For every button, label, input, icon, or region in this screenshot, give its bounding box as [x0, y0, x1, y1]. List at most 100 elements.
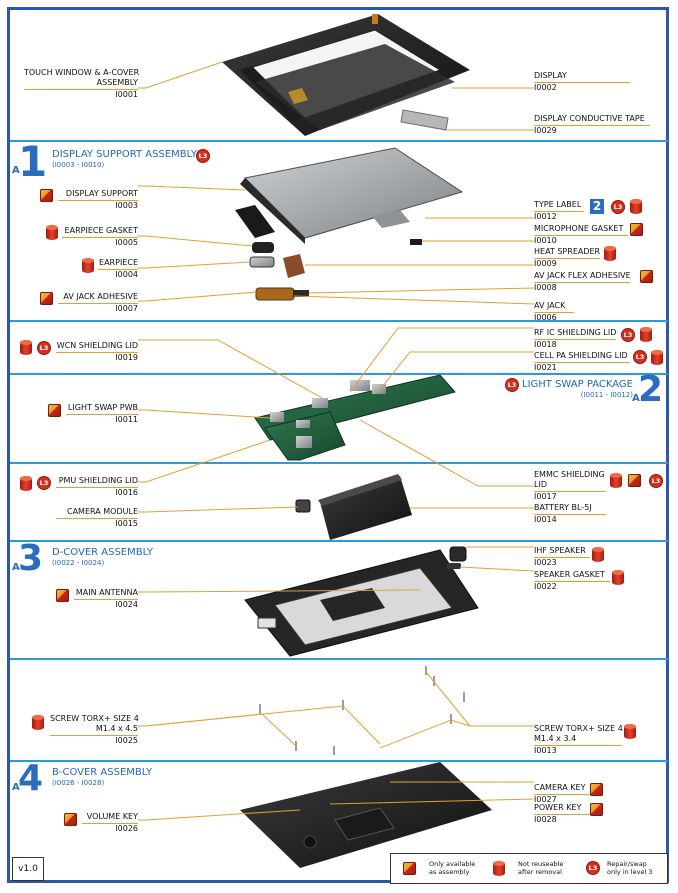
part-code: I0005: [115, 238, 138, 247]
part-code: I0029: [534, 126, 557, 135]
non-reusable-can-icon: [610, 473, 622, 488]
section-divider: [10, 462, 668, 464]
assembly-cube-icon: [48, 404, 61, 417]
assembly-cube-icon: [64, 813, 77, 826]
non-reusable-can-icon: [20, 476, 32, 491]
light-swap-pwb-illustration: [254, 374, 456, 461]
part-name: IHF SPEAKER: [534, 546, 590, 558]
part-code: I0018: [534, 340, 557, 349]
ihf-speaker-illustration: [449, 546, 467, 562]
display-support-illustration: [235, 147, 464, 244]
part-name: MICROPHONE GASKET: [534, 224, 628, 236]
part-label-volume-key: VOLUME KEY I0026: [82, 812, 138, 834]
section-divider: [10, 320, 668, 322]
level3-badge-icon: L3: [612, 201, 624, 213]
part-name: WCN SHIELDING LID: [56, 341, 138, 353]
part-code: I0024: [115, 600, 138, 609]
part-code: I0009: [534, 259, 557, 268]
level3-badge-icon: L3: [38, 342, 50, 354]
part-label-av-jack-flex-adhesive: AV JACK FLEX ADHESIVE I0008: [534, 271, 631, 293]
part-code: I0001: [115, 90, 138, 99]
part-label-emmc-lid: EMMC SHIELDING LID I0017: [534, 470, 606, 502]
part-name: HEAT SPREADER: [534, 247, 600, 259]
part-label-screw-45: SCREW TORX+ SIZE 4 M1.4 x 4.5 I0025: [50, 714, 139, 746]
part-name: AV JACK ADHESIVE: [58, 292, 138, 304]
part-label-camera-key: CAMERA KEY I0027: [534, 783, 590, 805]
part-name: DISPLAY: [534, 71, 630, 83]
part-label-type-label: TYPE LABEL I0012: [534, 200, 584, 222]
part-label-av-jack-adhesive: AV JACK ADHESIVE I0007: [58, 292, 138, 314]
d-cover-illustration: [244, 549, 479, 657]
av-jack-illustration: [255, 287, 295, 301]
part-label-ihf-speaker: IHF SPEAKER I0023: [534, 546, 590, 568]
legend: Only available as assembly Not reuseable…: [390, 853, 668, 884]
section-title-display-support: DISPLAY SUPPORT ASSEMBLY (I0003 - I0010): [52, 149, 197, 170]
section-range: (I0003 - I0010): [52, 161, 105, 169]
part-code: I0003: [115, 201, 138, 210]
section-title: DISPLAY SUPPORT ASSEMBLY: [52, 149, 197, 160]
legend-repair-text: Repair/swap only in level 3: [607, 860, 653, 876]
part-code: I0007: [115, 304, 138, 313]
level3-badge-icon: L3: [38, 477, 50, 489]
assembly-cube-icon: [630, 223, 643, 236]
part-code: I0010: [534, 236, 557, 245]
section-divider: [10, 760, 668, 762]
earpiece-illustration: [249, 256, 275, 268]
part-label-battery: BATTERY BL-5J I0014: [534, 503, 606, 525]
non-reusable-can-icon: [46, 225, 58, 240]
non-reusable-can-icon: [651, 350, 663, 365]
level3-badge-icon: L3: [506, 379, 518, 391]
display-illustration: [255, 44, 455, 130]
part-name: LID: [534, 480, 606, 492]
part-name: POWER KEY: [534, 803, 590, 815]
legend-not-reusable-text: Not reuseable after removal: [518, 860, 564, 876]
part-label-screw-34: SCREW TORX+ SIZE 4 M1.4 x 3.4 I0013: [534, 724, 623, 756]
section-title-b-cover: B-COVER ASSEMBLY (I0026 - I0028): [52, 767, 152, 788]
part-name: CELL PA SHIELDING LID: [534, 351, 630, 363]
level3-badge-icon: L3: [587, 862, 599, 874]
part-name: SCREW TORX+ SIZE 4: [50, 714, 139, 723]
part-code: I0023: [534, 558, 557, 567]
part-label-pmu-lid: PMU SHIELDING LID I0016: [56, 476, 138, 498]
part-name: DISPLAY CONDUCTIVE TAPE: [534, 114, 650, 126]
battery-illustration: [318, 474, 412, 540]
level3-badge-icon: L3: [634, 351, 646, 363]
part-name: EMMC SHIELDING: [534, 470, 605, 479]
section-divider: [10, 658, 668, 660]
part-code: I0026: [115, 824, 138, 833]
part-name: SCREW TORX+ SIZE 4: [534, 724, 623, 733]
part-label-rf-ic-lid: RF IC SHIELDING LID I0018: [534, 328, 616, 350]
section-number-4: 4: [18, 758, 44, 799]
non-reusable-can-icon: [630, 199, 642, 214]
part-name: CAMERA KEY: [534, 783, 590, 795]
part-code: I0012: [534, 212, 557, 221]
part-name: PMU SHIELDING LID: [56, 476, 138, 488]
part-name: AV JACK: [534, 301, 574, 313]
part-code: I0004: [115, 270, 138, 279]
part-label-wcn-lid: WCN SHIELDING LID I0019: [56, 341, 138, 363]
assembly-cube-icon: [403, 862, 416, 875]
part-name: LIGHT SWAP PWB: [66, 403, 138, 415]
part-name: MAIN ANTENNA: [74, 588, 138, 600]
part-label-mic-gasket: MICROPHONE GASKET I0010: [534, 224, 628, 246]
section-divider: [10, 373, 668, 375]
level3-badge-icon: L3: [197, 150, 209, 162]
assembly-cube-icon: [628, 474, 641, 487]
section-title: D-COVER ASSEMBLY: [52, 547, 153, 558]
section-number-3: 3: [18, 538, 44, 579]
part-name: AV JACK FLEX ADHESIVE: [534, 271, 631, 283]
level3-badge-icon: L3: [650, 475, 662, 487]
part-code: I0017: [534, 492, 557, 501]
part-name: SPEAKER GASKET: [534, 570, 610, 582]
non-reusable-can-icon: [82, 258, 94, 273]
part-name: TOUCH WINDOW & A-COVER: [24, 68, 140, 77]
camera-module-illustration: [295, 499, 311, 513]
part-code: I0025: [115, 736, 138, 745]
part-code: I0011: [115, 415, 138, 424]
section-range: (I0022 - I0024): [52, 559, 105, 567]
version-label: v1.0: [12, 857, 44, 881]
part-code: I0002: [534, 83, 557, 92]
part-code: I0021: [534, 363, 557, 372]
part-name: BATTERY BL-5J: [534, 503, 606, 515]
swap-package-a2-icon: 2: [590, 199, 604, 214]
